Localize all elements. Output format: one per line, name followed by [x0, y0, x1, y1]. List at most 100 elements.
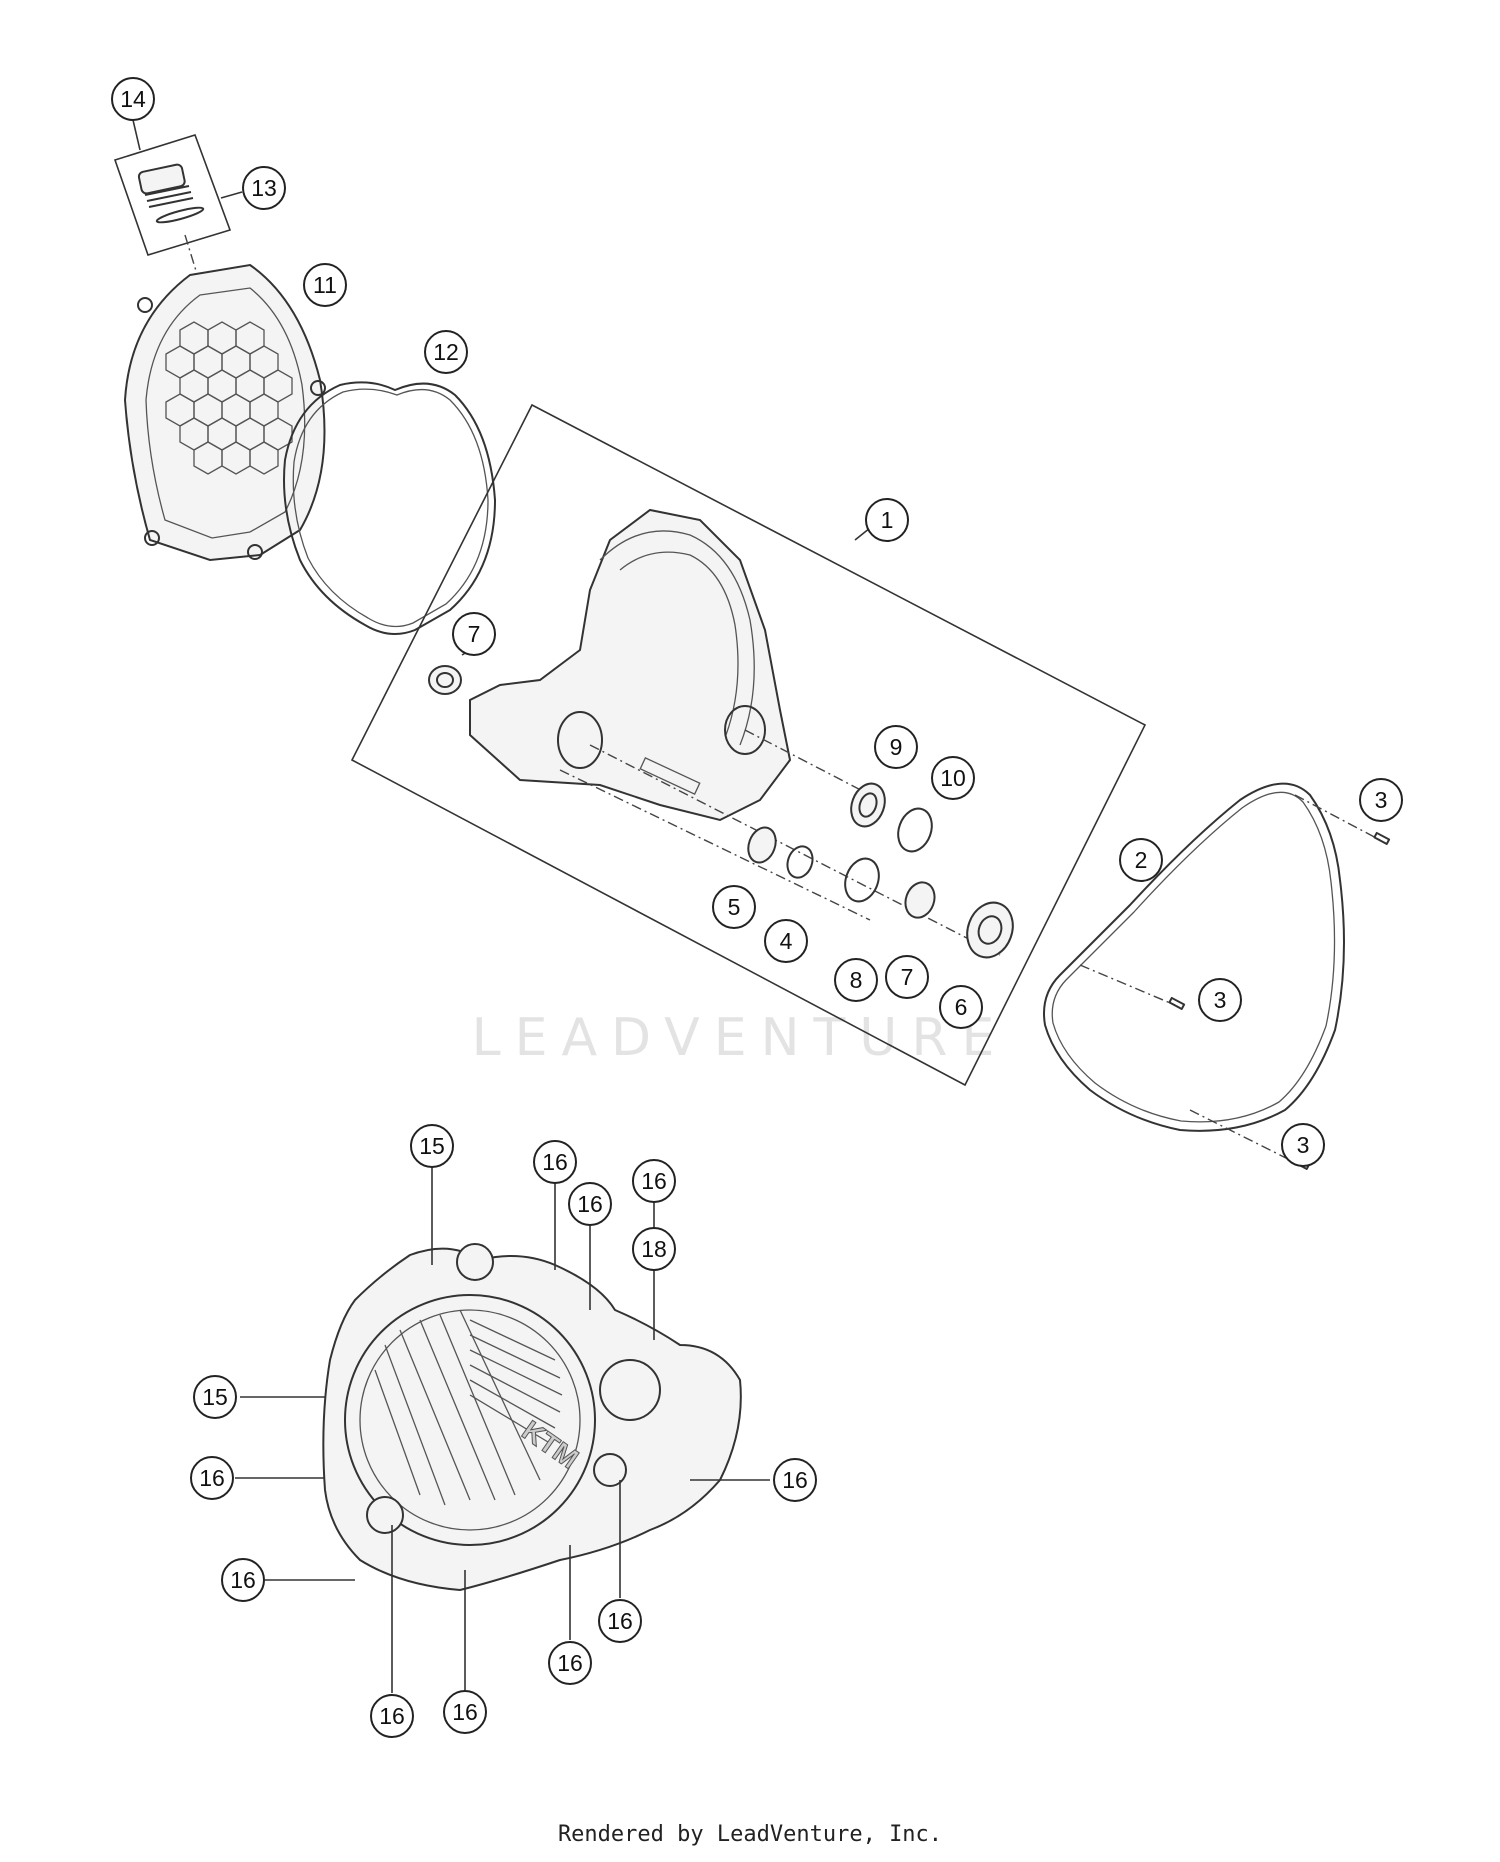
- callout-14[interactable]: 14: [111, 77, 155, 121]
- callout-18[interactable]: 18: [632, 1227, 676, 1271]
- svg-text:16: 16: [230, 1567, 256, 1593]
- callout-16-g[interactable]: 16: [598, 1599, 642, 1643]
- seal-7-top-inner: [436, 672, 454, 688]
- part-inner-clutch-cover: [428, 508, 792, 822]
- filler-port: [456, 1243, 494, 1281]
- callout-16-h[interactable]: 16: [548, 1641, 592, 1685]
- axis-screw-3c: [1189, 1109, 1301, 1166]
- callout-16-i[interactable]: 16: [370, 1694, 414, 1738]
- svg-text:7: 7: [901, 964, 914, 990]
- callout-10[interactable]: 10: [931, 756, 975, 800]
- part-filler-plug-group: [113, 119, 243, 301]
- part-outer-clutch-cover: [123, 263, 326, 562]
- outer-cover-rim: [145, 287, 306, 539]
- drain-plug: [366, 1496, 404, 1534]
- svg-text:3: 3: [1375, 787, 1388, 813]
- bearing-6-inner: [977, 915, 1003, 945]
- circlip-8: [844, 857, 880, 903]
- callout-5[interactable]: 5: [712, 885, 756, 929]
- svg-text:9: 9: [890, 734, 903, 760]
- svg-text:15: 15: [419, 1133, 445, 1159]
- callout-12[interactable]: 12: [424, 330, 468, 374]
- svg-text:16: 16: [641, 1168, 667, 1194]
- axis-line-2: [559, 769, 871, 921]
- callout-13[interactable]: 13: [242, 166, 286, 210]
- callout-2[interactable]: 2: [1119, 838, 1163, 882]
- callout-16-f[interactable]: 16: [221, 1558, 265, 1602]
- bolt-boss-2: [310, 380, 326, 396]
- housing-bore-1: [557, 711, 603, 769]
- svg-text:16: 16: [199, 1465, 225, 1491]
- bolt-boss-1: [137, 297, 153, 313]
- cover-body: [322, 1247, 742, 1592]
- callout-7-top[interactable]: 7: [452, 612, 496, 656]
- svg-text:4: 4: [780, 928, 793, 954]
- callout-16-e[interactable]: 16: [773, 1458, 817, 1502]
- svg-text:16: 16: [379, 1703, 405, 1729]
- callout-3-top[interactable]: 3: [1359, 778, 1403, 822]
- bearing-6: [966, 901, 1014, 959]
- callout-15-left[interactable]: 15: [193, 1375, 237, 1419]
- watermark-text: LEADVENTURE: [472, 1008, 1009, 1068]
- svg-text:6: 6: [955, 994, 968, 1020]
- cover-aux-bore: [599, 1359, 661, 1421]
- assembly-axis-14: [184, 234, 206, 301]
- callout-3-bottom[interactable]: 3: [1281, 1123, 1325, 1167]
- callout-16-d[interactable]: 16: [190, 1456, 234, 1500]
- axis-screw-3b: [1079, 964, 1176, 1006]
- svg-text:16: 16: [452, 1699, 478, 1725]
- callout-8[interactable]: 8: [834, 958, 878, 1002]
- svg-text:3: 3: [1297, 1132, 1310, 1158]
- bolt-boss-3: [144, 530, 160, 546]
- seal-9-inner: [858, 792, 878, 818]
- cover-ring-inner: [359, 1309, 581, 1531]
- callout-7-bottom[interactable]: 7: [885, 955, 929, 999]
- svg-text:3: 3: [1214, 987, 1227, 1013]
- callout-16-a[interactable]: 16: [533, 1140, 577, 1184]
- housing-rib: [639, 757, 701, 795]
- svg-text:18: 18: [641, 1236, 667, 1262]
- cover-grille: [469, 1319, 563, 1443]
- callout-15-top[interactable]: 15: [410, 1124, 454, 1168]
- callout-9[interactable]: 9: [874, 725, 918, 769]
- svg-text:16: 16: [557, 1650, 583, 1676]
- bolt-boss-4: [247, 544, 263, 560]
- circlip-10: [897, 807, 933, 853]
- svg-text:15: 15: [202, 1384, 228, 1410]
- leader-13: [220, 191, 243, 199]
- callout-1[interactable]: 1: [865, 498, 909, 542]
- svg-text:11: 11: [313, 272, 337, 298]
- screw-3b: [1168, 996, 1186, 1010]
- svg-text:5: 5: [728, 894, 741, 920]
- callout-11[interactable]: 11: [303, 263, 347, 307]
- gasket-2-inner: [1051, 791, 1336, 1123]
- callout-16-j[interactable]: 16: [443, 1690, 487, 1734]
- part-assembled-clutch-cover: KTM: [322, 1243, 742, 1592]
- svg-text:16: 16: [577, 1191, 603, 1217]
- callout-16-b[interactable]: 16: [568, 1182, 612, 1226]
- svg-text:13: 13: [251, 175, 277, 201]
- outer-cover-body: [123, 263, 326, 562]
- screw-3a: [1373, 831, 1391, 845]
- callout-6[interactable]: 6: [939, 985, 983, 1029]
- svg-text:10: 10: [940, 765, 966, 791]
- axis-line-1: [589, 744, 1001, 956]
- filler-plug-cap: [137, 163, 186, 195]
- cover-ring-outer: [344, 1294, 596, 1546]
- callout-4[interactable]: 4: [764, 919, 808, 963]
- axis-screw-3a: [1294, 794, 1381, 841]
- inner-cover-ring-2: [619, 551, 739, 736]
- svg-text:8: 8: [850, 967, 863, 993]
- gasket-12: [283, 381, 496, 635]
- callout-16-c[interactable]: 16: [632, 1159, 676, 1203]
- filler-plug-thread: [144, 185, 194, 208]
- cover-aux-plug: [593, 1453, 627, 1487]
- svg-text:16: 16: [607, 1608, 633, 1634]
- svg-text:16: 16: [542, 1149, 568, 1175]
- render-credit: Rendered by LeadVenture, Inc.: [557, 1822, 943, 1847]
- seal-5: [747, 826, 777, 864]
- svg-text:16: 16: [782, 1467, 808, 1493]
- o-ring-13: [155, 206, 205, 224]
- callout-3-middle[interactable]: 3: [1198, 978, 1242, 1022]
